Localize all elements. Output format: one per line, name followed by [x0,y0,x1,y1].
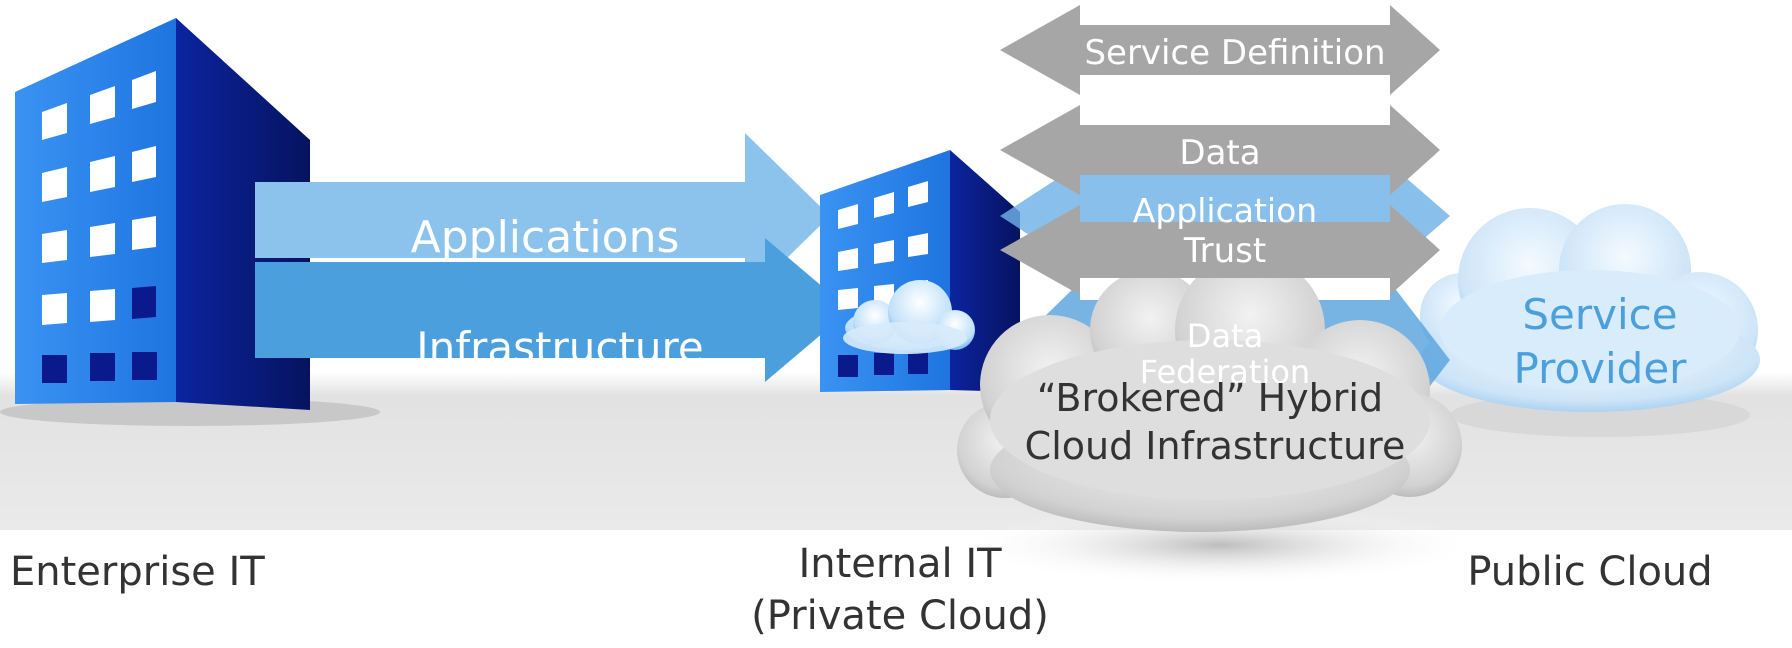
service-provider-label-line2: Provider [1513,344,1687,393]
service-definition-label: Service Definition [1084,33,1386,73]
internal-it-caption-line2: (Private Cloud) [751,593,1049,639]
service-provider-label-line1: Service [1522,290,1678,339]
enterprise-it-caption: Enterprise IT [10,549,265,595]
hybrid-cloud-icon [957,255,1462,532]
service-definition-arrow [1000,5,1440,95]
public-cloud-caption: Public Cloud [1467,549,1713,595]
private-cloud-icon [843,280,975,354]
applications-label: Applications [410,212,680,263]
trust-arrow [1000,205,1440,295]
data-label: Data [1179,133,1261,173]
data-federation-line1: Data [1186,317,1264,355]
trust-label: Trust [1183,231,1267,271]
service-provider-cloud-icon [1420,204,1760,437]
application-label: Application [1132,193,1318,229]
infrastructure-label: Infrastructure [416,323,704,372]
internal-it-caption-line1: Internal IT [798,541,1002,587]
cloud-shadow [960,505,1480,585]
hybrid-cloud-label-line2: Cloud Infrastructure [1024,424,1406,468]
applications-arrow [255,133,830,299]
hybrid-cloud-label-line1: “Brokered” Hybrid [1036,376,1384,420]
data-federation-line2: Federation [1139,355,1311,385]
data-arrow [1000,105,1440,195]
internal-building-icon [820,150,1020,392]
infrastructure-arrow [255,238,850,382]
